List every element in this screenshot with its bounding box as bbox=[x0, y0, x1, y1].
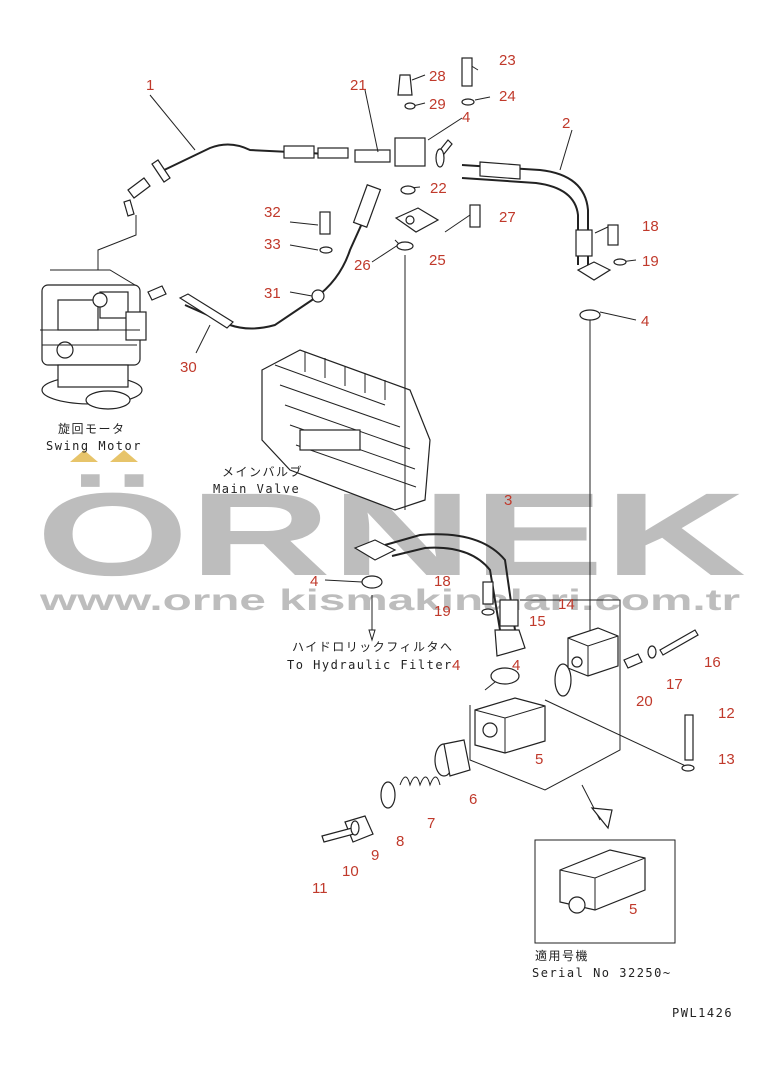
callout-4d: 4 bbox=[452, 657, 460, 674]
callout-18a: 18 bbox=[642, 218, 659, 235]
text-labels: 旋回モータ Swing Motor メインバルブ Main Valve ハイドロ… bbox=[46, 422, 733, 1020]
callout-23: 23 bbox=[499, 52, 516, 69]
watermark-accent-icon bbox=[70, 450, 138, 462]
serial-en-label: Serial No 32250~ bbox=[532, 966, 672, 980]
callout-4a: 4 bbox=[462, 109, 470, 126]
swing-motor bbox=[40, 269, 147, 410]
main-valve bbox=[261, 349, 431, 511]
callout-11: 11 bbox=[312, 880, 328, 897]
callout-10: 10 bbox=[342, 863, 359, 880]
callout-30: 30 bbox=[180, 359, 197, 376]
callout-6: 6 bbox=[469, 791, 477, 808]
callout-17: 17 bbox=[666, 676, 683, 693]
serial-inset bbox=[534, 784, 676, 944]
callout-19a: 19 bbox=[642, 253, 659, 270]
callout-24: 24 bbox=[499, 88, 516, 105]
callouts: 1 2 3 4 4 4 4 4 5 5 6 7 8 9 10 11 12 13 … bbox=[146, 52, 735, 918]
drawing-code: PWL1426 bbox=[672, 1006, 733, 1020]
callout-8: 8 bbox=[396, 833, 404, 850]
callout-20: 20 bbox=[636, 693, 653, 710]
serial-jp-label: 適用号機 bbox=[535, 948, 589, 963]
callout-2: 2 bbox=[562, 115, 570, 132]
callout-26: 26 bbox=[354, 257, 371, 274]
callout-5b: 5 bbox=[629, 901, 637, 918]
callout-18b: 18 bbox=[434, 573, 451, 590]
callout-13: 13 bbox=[718, 751, 735, 768]
callout-12: 12 bbox=[718, 705, 735, 722]
leader-lines bbox=[149, 59, 637, 691]
hyd-filter-jp-label: ハイドロリックフィルタへ bbox=[292, 640, 454, 654]
callout-29: 29 bbox=[429, 96, 446, 113]
callout-4c: 4 bbox=[310, 573, 318, 590]
callout-7: 7 bbox=[427, 815, 435, 832]
swing-motor-jp-label: 旋回モータ bbox=[58, 422, 126, 436]
watermark-url: www.orne kismakinalari.com.tr bbox=[38, 584, 740, 617]
callout-5a: 5 bbox=[535, 751, 543, 768]
callout-15: 15 bbox=[529, 613, 546, 630]
callout-33: 33 bbox=[264, 236, 281, 253]
callout-27: 27 bbox=[499, 209, 516, 226]
main-valve-en-label: Main Valve bbox=[213, 482, 300, 496]
main-valve-jp-label: メインバルブ bbox=[222, 464, 303, 479]
callout-25: 25 bbox=[429, 252, 446, 269]
callout-22: 22 bbox=[430, 180, 447, 197]
swing-motor-en-label: Swing Motor bbox=[46, 439, 142, 453]
callout-14: 14 bbox=[558, 596, 575, 613]
inset-frame bbox=[534, 839, 676, 944]
valve-block-assembly bbox=[319, 57, 699, 843]
callout-31: 31 bbox=[264, 285, 281, 302]
hoses bbox=[97, 74, 612, 657]
callout-4b: 4 bbox=[641, 313, 649, 330]
callout-3: 3 bbox=[504, 492, 512, 509]
callout-4e: 4 bbox=[512, 657, 520, 674]
callout-21: 21 bbox=[350, 77, 367, 94]
callout-19b: 19 bbox=[434, 603, 451, 620]
callout-32: 32 bbox=[264, 204, 281, 221]
hyd-filter-en-label: To Hydraulic Filter bbox=[287, 658, 453, 672]
callout-16: 16 bbox=[704, 654, 721, 671]
callout-1: 1 bbox=[146, 77, 154, 94]
callout-9: 9 bbox=[371, 847, 379, 864]
callout-28: 28 bbox=[429, 68, 446, 85]
